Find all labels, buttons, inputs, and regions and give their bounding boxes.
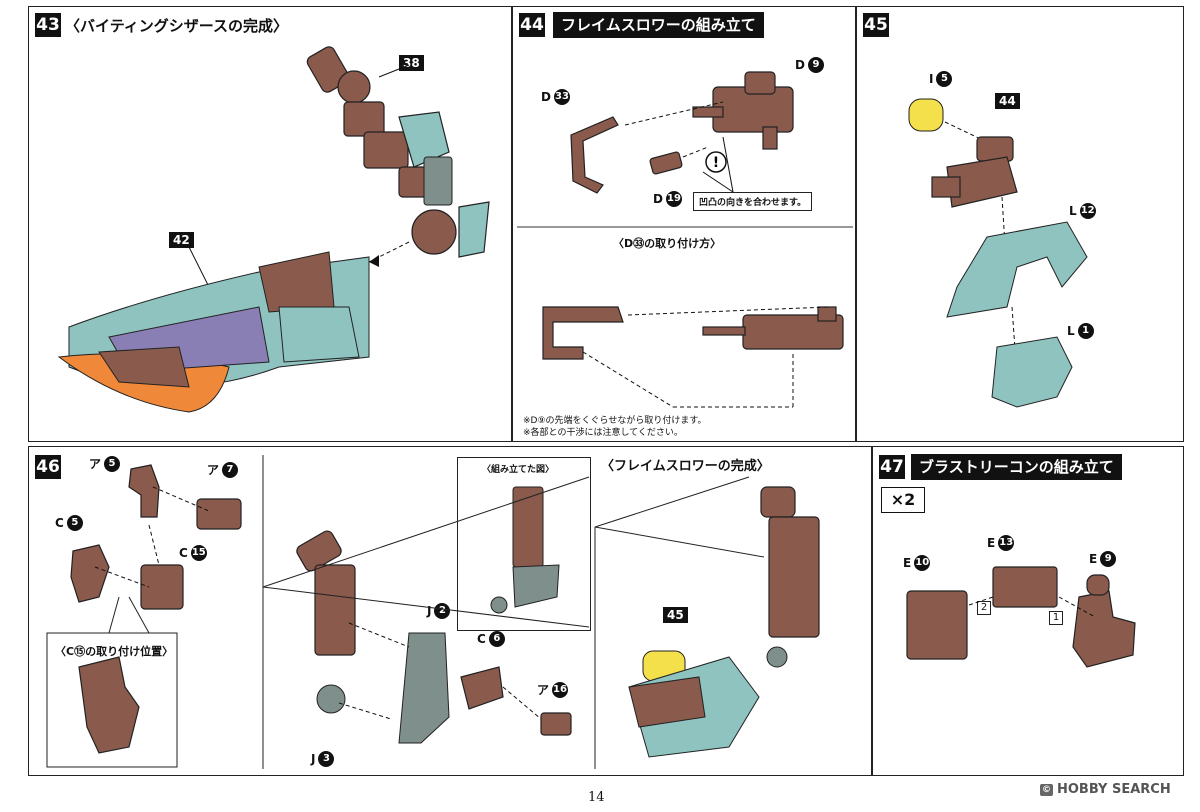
part-label-44: 44 [995, 93, 1020, 109]
quantity-x2-badge: ×2 [881, 487, 925, 513]
assembled-view-box: 〈組み立てた図〉 [457, 457, 591, 631]
orientation-callout: 凹凸の向きを合わせます。 [693, 192, 813, 211]
flamethrower-assembly-illustration: ! [517, 71, 853, 408]
step-order-box-2: 2 [977, 601, 991, 615]
note-2: ※各部との干渉には注意してください。 [523, 428, 683, 438]
biting-scissors-illustration [57, 46, 490, 413]
blast-recon-illustration [906, 566, 1136, 668]
step-43-title: 〈バイティングシザースの完成〉 [65, 17, 289, 35]
step-44-number: 44 [519, 13, 545, 37]
page-number: 14 [588, 790, 605, 805]
watermark-badge: © [1040, 783, 1053, 796]
step-46-number: 46 [35, 455, 61, 479]
assembled-view-subtitle: 〈組み立てた図〉 [482, 465, 555, 475]
part-label-45: 45 [663, 607, 688, 623]
svg-text:!: ! [713, 155, 719, 171]
step-46-illustration [46, 455, 820, 769]
d33-attach-subtitle: 〈D㉝の取り付け方〉 [613, 237, 722, 250]
step-43-panel: 43 〈バイティングシザースの完成〉 38 42 [28, 6, 512, 442]
step-43-number: 43 [35, 13, 61, 37]
step-45-illustration [908, 98, 1088, 408]
step-47-title: ブラストリーコンの組み立て [911, 454, 1122, 480]
step-45-number: 45 [863, 13, 889, 37]
c15-position-subtitle: 〈C⑮の取り付け位置〉 [55, 645, 174, 658]
complete-subtitle: 〈フレイムスロワーの完成〉 [601, 459, 770, 474]
note-1: ※D⑨の先端をくぐらせながら取り付けます。 [523, 416, 707, 426]
step-order-box-1: 1 [1049, 611, 1063, 625]
part-label-42: 42 [169, 232, 194, 248]
hobby-search-watermark: © HOBBY SEARCH [1040, 782, 1171, 797]
watermark-text: HOBBY SEARCH [1057, 782, 1171, 797]
step-47-number: 47 [879, 455, 905, 479]
step-44-title: フレイムスロワーの組み立て [553, 12, 764, 38]
